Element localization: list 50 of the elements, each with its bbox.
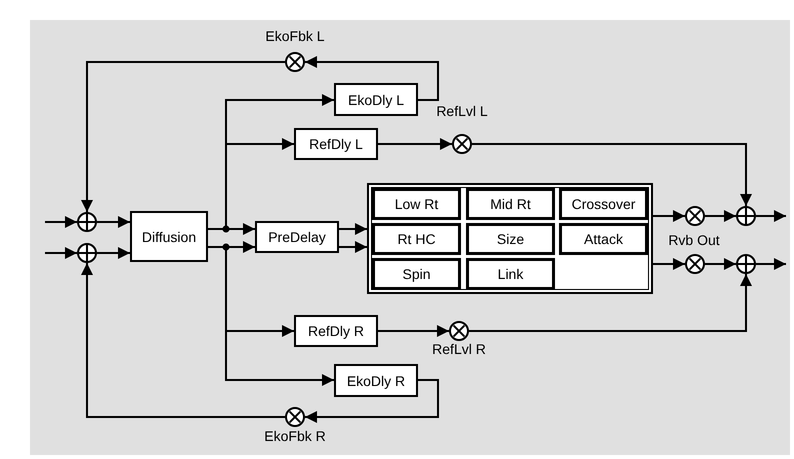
signal-arrow [756,210,786,222]
signal-arrow [756,258,786,270]
signal-arrow [45,247,77,259]
multiplier-symbol [685,254,705,274]
multiplier-symbol [449,321,469,341]
output-label: Rvb Out [668,232,720,248]
signal-arrow [469,274,752,332]
signal-arrow [339,241,367,253]
signal-arrow [378,138,452,150]
signal-arrow [305,56,439,101]
signal-arrow [45,216,77,228]
signal-arrow [705,258,736,270]
process-box: EkoDly L [334,83,418,116]
summing-junction [736,254,756,274]
signal-arrow [81,263,285,418]
signal-arrow [81,61,285,212]
parameter-box: Link [466,258,555,290]
signal-arrow [97,216,130,228]
multiplier-symbol [452,134,472,154]
signal-arrow [305,379,439,423]
process-box: RefDly L [294,128,378,160]
gain-label: RefLvl R [432,341,486,357]
gain-label: EkoFbk R [264,428,326,444]
gain-label: EkoFbk L [265,28,325,44]
summing-junction [77,212,97,232]
signal-arrow [339,223,367,235]
parameter-box: Low Rt [372,188,461,220]
signal-arrow [653,210,685,222]
parameter-box: Attack [559,223,648,255]
gain-label: RefLvl L [436,103,488,119]
signal-arrow [472,143,752,206]
parameter-box: Rt HC [372,223,461,255]
summing-junction [77,243,97,263]
parameter-box: Size [466,223,555,255]
parameter-box: Mid Rt [466,188,555,220]
signal-arrow [705,210,736,222]
process-box: PreDelay [255,221,339,253]
summing-junction [736,206,756,226]
process-box: EkoDly R [334,364,418,397]
parameter-box: Spin [372,258,461,290]
multiplier-symbol [685,206,705,226]
process-box: Diffusion [130,211,208,262]
multiplier-symbol [285,52,305,72]
parameter-box: Crossover [559,188,648,220]
process-box: RefDly R [294,315,378,347]
signal-arrow [378,325,449,337]
signal-arrow [653,258,685,270]
signal-arrow [97,247,130,259]
parameter-panel [367,183,653,294]
multiplier-symbol [285,407,305,427]
